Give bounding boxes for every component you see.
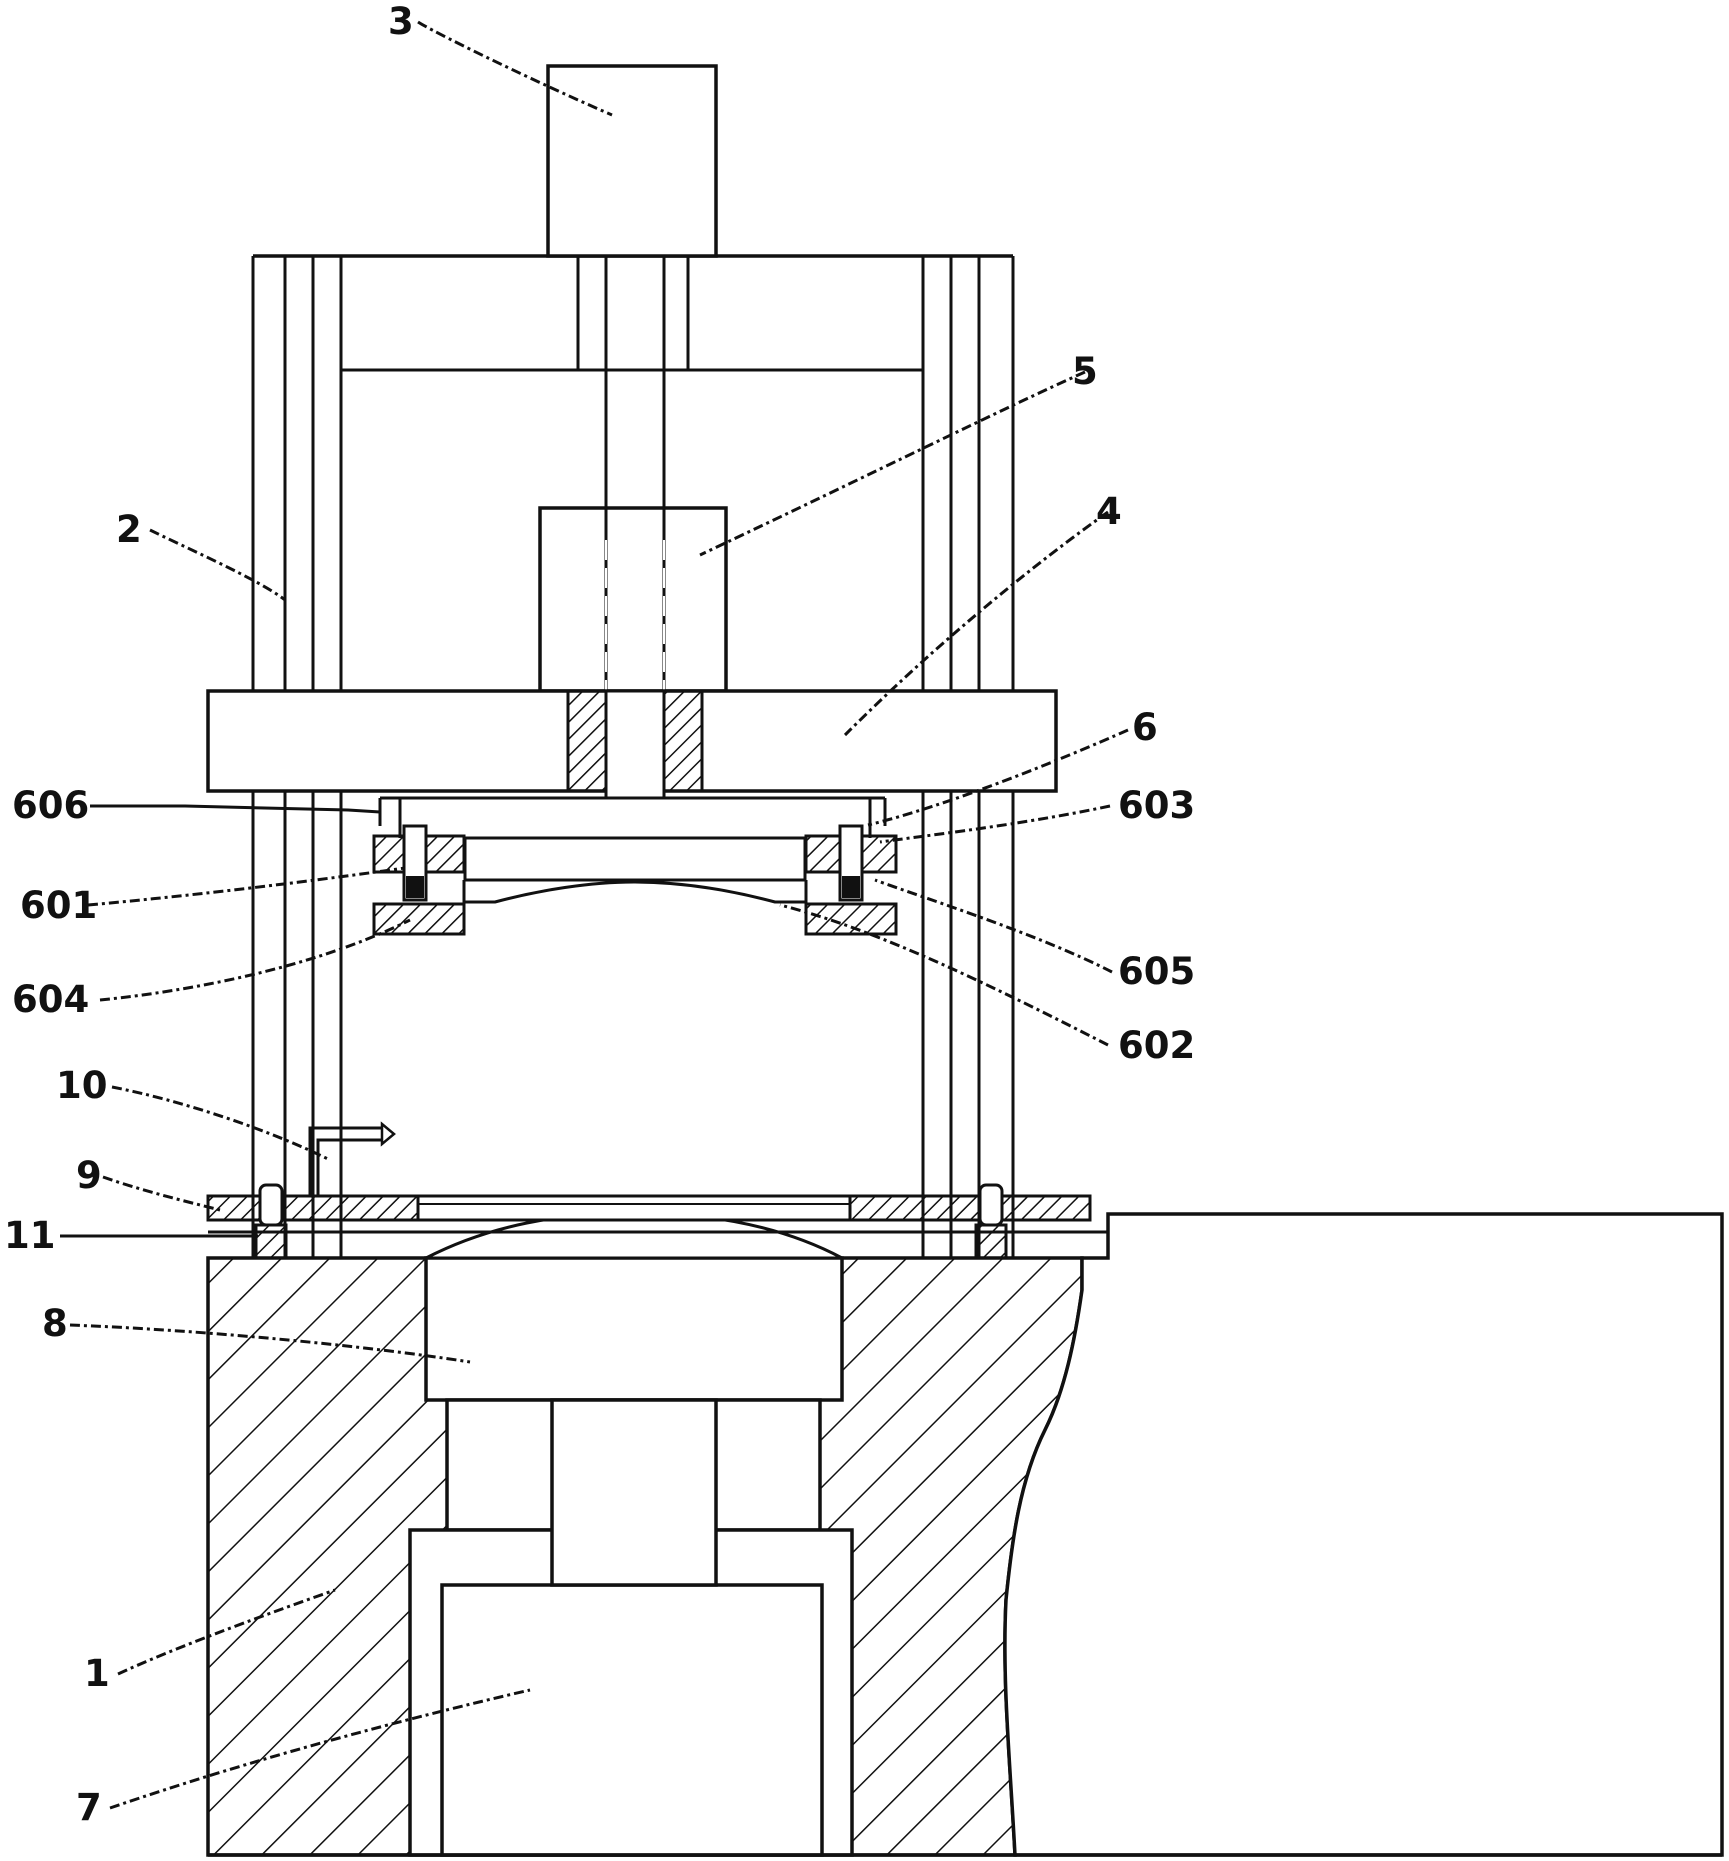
guide-block-5	[540, 508, 726, 691]
label-602: 602	[1118, 1024, 1195, 1067]
label-604: 604	[12, 978, 89, 1021]
base-body	[208, 1214, 1722, 1855]
label-11: 11	[4, 1214, 56, 1257]
label-6: 6	[1132, 706, 1158, 749]
top-cylinder	[548, 66, 716, 256]
label-601: 601	[20, 884, 97, 927]
label-7: 7	[76, 1786, 102, 1829]
label-4: 4	[1096, 490, 1122, 533]
sensor-10	[310, 1124, 394, 1196]
upper-die-6	[374, 798, 896, 934]
label-2: 2	[116, 508, 142, 551]
label-603: 603	[1118, 784, 1195, 827]
label-3: 3	[388, 0, 414, 43]
label-605: 605	[1118, 950, 1195, 993]
label-5: 5	[1072, 350, 1098, 393]
moving-plate-4	[208, 691, 1056, 798]
label-10: 10	[56, 1064, 108, 1107]
label-1: 1	[84, 1652, 110, 1695]
label-9: 9	[76, 1154, 102, 1197]
label-8: 8	[42, 1302, 68, 1345]
label-606: 606	[12, 784, 89, 827]
